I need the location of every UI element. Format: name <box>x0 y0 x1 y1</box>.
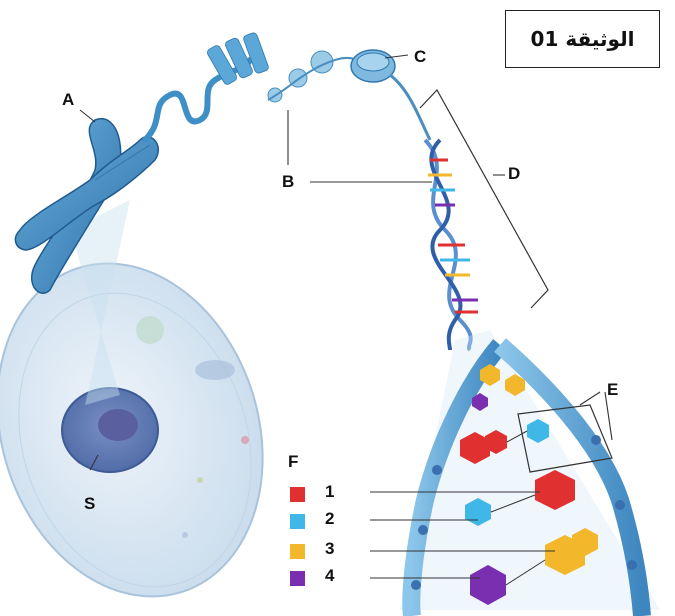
nucleosome <box>351 50 395 82</box>
legend-swatch-3 <box>290 544 305 559</box>
label-a: A <box>62 90 74 110</box>
label-e: E <box>607 380 618 400</box>
legend-number-1: 1 <box>325 482 334 502</box>
legend-swatch-2 <box>290 514 305 529</box>
document-title: الوثيقة 01 <box>531 27 635 51</box>
legend-swatch-4 <box>290 571 305 586</box>
legend-title: F <box>288 452 298 472</box>
helix-bracket <box>420 90 548 308</box>
legend-number-4: 4 <box>325 566 334 586</box>
dna-helix <box>425 140 478 350</box>
label-d: D <box>508 164 520 184</box>
legend-swatch-1 <box>290 487 305 502</box>
label-c: C <box>414 47 426 67</box>
legend-number-3: 3 <box>325 539 334 559</box>
label-s: S <box>84 494 95 514</box>
document-title-box: الوثيقة 01 <box>505 10 660 68</box>
legend-number-2: 2 <box>325 509 334 529</box>
dna-linker <box>390 75 430 140</box>
chromatin-coil <box>145 32 269 140</box>
label-b: B <box>282 172 294 192</box>
nucleus <box>62 388 158 472</box>
